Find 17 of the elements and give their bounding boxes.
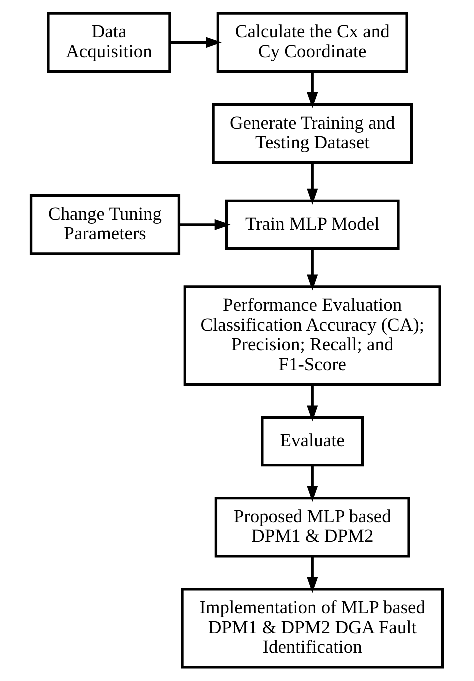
- arrow: [170, 37, 222, 48]
- node-box: Performance Evaluation Classification Accuracy (CA); Precision; Recall; and F1-Score: [184, 286, 442, 386]
- arrow: [307, 466, 318, 502]
- arrow: [307, 556, 318, 594]
- node-box: Evaluate: [261, 416, 364, 467]
- node-box: Change Tuning Parameters: [30, 194, 181, 256]
- node-box: Train MLP Model: [225, 200, 400, 250]
- arrow: [307, 163, 318, 205]
- node-box: Data Acquisition: [47, 12, 172, 74]
- node-box: Proposed MLP based DPM1 & DPM2: [214, 497, 410, 558]
- node-box: Implementation of MLP based DPM1 & DPM2 DGA Fault Identification: [181, 588, 444, 669]
- arrow: [307, 249, 318, 291]
- node-box: Generate Training and Testing Dataset: [212, 103, 413, 164]
- arrow: [307, 385, 318, 422]
- node-box: Calculate the Cx and Cy Coordinate: [216, 12, 408, 74]
- arrow: [307, 72, 318, 108]
- arrow: [179, 219, 231, 230]
